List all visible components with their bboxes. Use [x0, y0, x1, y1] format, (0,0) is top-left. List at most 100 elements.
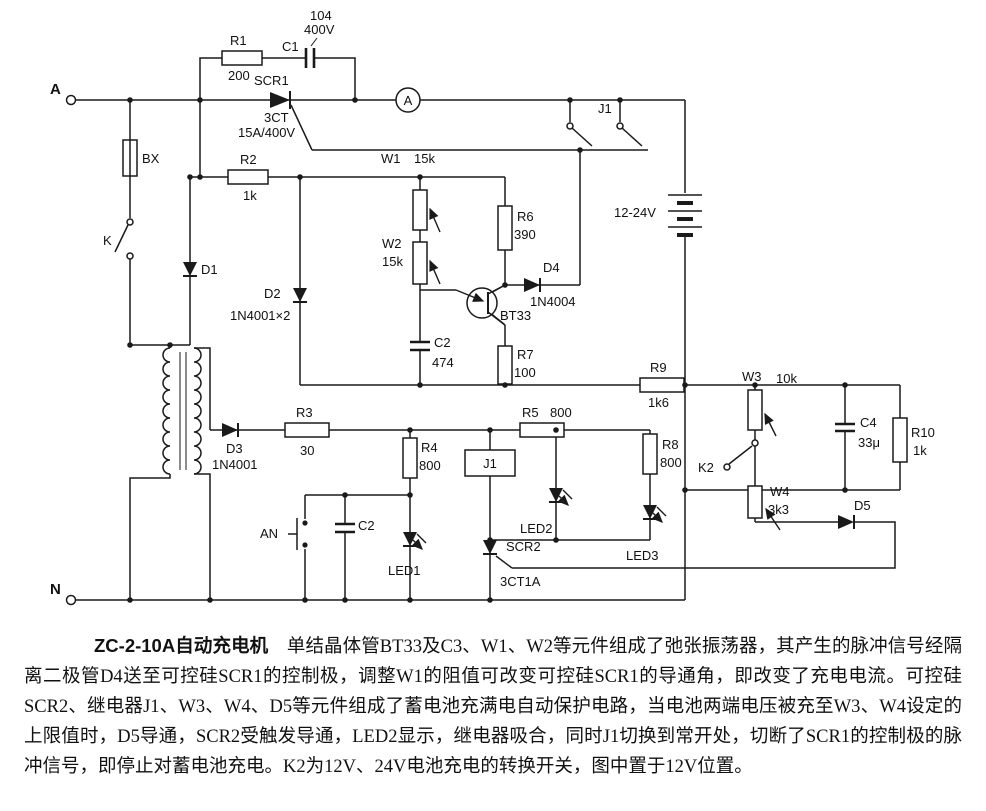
capacitor-c2-label: C2: [434, 335, 451, 350]
resistor-r4-label: R4: [421, 440, 438, 455]
potentiometer-w1: W1 15k: [381, 151, 441, 233]
diode-d2-model: 1N4001×2: [230, 308, 290, 323]
capacitor-c1-value1: 104: [310, 8, 332, 23]
led1: LED1: [388, 532, 426, 578]
diode-d3-label: D3: [226, 441, 243, 456]
capacitor-c1-value2: 400V: [304, 22, 335, 37]
resistor-r1-value: 200: [228, 68, 250, 83]
relay-contact-j1-label: J1: [598, 101, 612, 116]
thyristor-scr2-label: SCR2: [506, 539, 541, 554]
potentiometer-w2-label: W2: [382, 236, 402, 251]
potentiometer-w1-value: 15k: [414, 151, 435, 166]
fuse-bx-label: BX: [142, 151, 160, 166]
resistor-r7-value: 100: [514, 365, 536, 380]
resistor-r5-value: 800: [550, 405, 572, 420]
capacitor-c4-label: C4: [860, 415, 877, 430]
led1-label: LED1: [388, 563, 421, 578]
transformer: [162, 347, 202, 475]
relay-contact-j1: J1: [566, 101, 643, 147]
terminal-n: N: [50, 581, 77, 606]
diode-d2: D2 1N4001×2: [230, 286, 307, 323]
ammeter: A: [395, 87, 421, 113]
thyristor-scr2: SCR2 3CT1A: [483, 539, 541, 589]
resistor-r4-value: 800: [419, 458, 441, 473]
resistor-r10-label: R10: [911, 425, 935, 440]
resistor-r2-value: 1k: [243, 188, 257, 203]
circuit-diagram: A N BX K J1 K2 AN R1 200 C1: [50, 8, 935, 606]
diode-d2-label: D2: [264, 286, 281, 301]
diode-d3-model: 1N4001: [212, 457, 258, 472]
led2: LED2: [520, 488, 572, 536]
capacitor-c2-bottom-label: C2: [358, 518, 375, 533]
resistor-r3: R3 30: [284, 405, 330, 458]
resistor-r6: R6 390: [497, 205, 536, 251]
potentiometer-w3-value: 10k: [776, 371, 797, 386]
potentiometer-w2-value: 15k: [382, 254, 403, 269]
diode-d4-model: 1N4004: [530, 294, 576, 309]
potentiometer-w3: W3 10k: [742, 369, 797, 437]
resistor-r8-label: R8: [662, 437, 679, 452]
terminal-a: A: [50, 81, 77, 106]
resistor-r9: R9 1k6: [639, 360, 685, 410]
diode-d3: D3 1N4001: [212, 423, 258, 472]
potentiometer-w2: W2 15k: [382, 236, 441, 285]
led2-label: LED2: [520, 521, 553, 536]
potentiometer-w4-label: W4: [770, 484, 790, 499]
resistor-r7: R7 100: [497, 345, 536, 385]
terminal-n-label: N: [50, 581, 61, 598]
resistor-r10: R10 1k: [892, 417, 935, 463]
led3: LED3: [626, 505, 666, 563]
resistor-r5-label: R5: [522, 405, 539, 420]
resistor-r10-value: 1k: [913, 443, 927, 458]
diode-d1: D1: [183, 262, 218, 277]
diode-d5: D5: [838, 498, 871, 529]
resistor-r5: R5 800: [519, 405, 572, 438]
resistor-r2-label: R2: [240, 152, 257, 167]
battery-label: 12-24V: [614, 205, 656, 220]
capacitor-c4-value: 33μ: [858, 435, 880, 450]
transistor-bt33: BT33: [455, 284, 531, 326]
resistor-r3-label: R3: [296, 405, 313, 420]
resistor-r8-value: 800: [660, 455, 682, 470]
thyristor-scr1-model: 3CT: [264, 110, 289, 125]
led3-label: LED3: [626, 548, 659, 563]
resistor-r3-value: 30: [300, 443, 314, 458]
diode-d5-label: D5: [854, 498, 871, 513]
junction-dots: [127, 97, 848, 603]
switch-k: K: [103, 218, 134, 260]
secondary-winding: [193, 347, 202, 475]
capacitor-c1-label: C1: [282, 39, 299, 54]
thyristor-scr1-rating: 15A/400V: [238, 125, 295, 140]
resistor-r1: R1 200: [221, 33, 263, 83]
resistor-r4: R4 800: [402, 437, 441, 479]
thyristor-scr1-label: SCR1: [254, 73, 289, 88]
switch-k-label: K: [103, 233, 112, 248]
transformer-core: [179, 352, 187, 470]
relay-coil-j1: J1: [464, 449, 516, 477]
thyristor-scr2-model: 3CT1A: [500, 574, 541, 589]
resistor-r8: R8 800: [642, 433, 682, 475]
resistor-r6-value: 390: [514, 227, 536, 242]
transistor-bt33-label: BT33: [500, 308, 531, 323]
resistor-r9-value: 1k6: [648, 395, 669, 410]
primary-winding: [162, 347, 171, 475]
ammeter-label: A: [404, 93, 413, 108]
potentiometer-w1-label: W1: [381, 151, 401, 166]
diode-d4-label: D4: [543, 260, 560, 275]
figure-caption: ZC-2-10A自动充电机 单结晶体管BT33及C3、W1、W2等元件组成了弛张…: [0, 621, 986, 782]
resistor-r9-label: R9: [650, 360, 667, 375]
terminal-a-label: A: [50, 81, 61, 98]
pushbutton-an: AN: [260, 518, 308, 550]
capacitor-c2: C2 474: [410, 335, 454, 370]
caption-body: 单结晶体管BT33及C3、W1、W2等元件组成了弛张振荡器，其产生的脉冲信号经隔…: [24, 637, 962, 777]
potentiometer-w4: W4 3k3: [747, 484, 790, 531]
resistor-r1-label: R1: [230, 33, 247, 48]
diode-d1-label: D1: [201, 262, 218, 277]
capacitor-c4: C4 33μ: [835, 415, 880, 450]
capacitor-c2-bottom: C2: [335, 518, 375, 534]
fuse-bx: BX: [122, 139, 160, 177]
diode-d4: D4 1N4004: [524, 260, 576, 309]
capacitor-c2-value: 474: [432, 355, 454, 370]
thyristor-scr1: SCR1 3CT 15A/400V: [238, 73, 295, 140]
potentiometer-w4-value: 3k3: [768, 502, 789, 517]
